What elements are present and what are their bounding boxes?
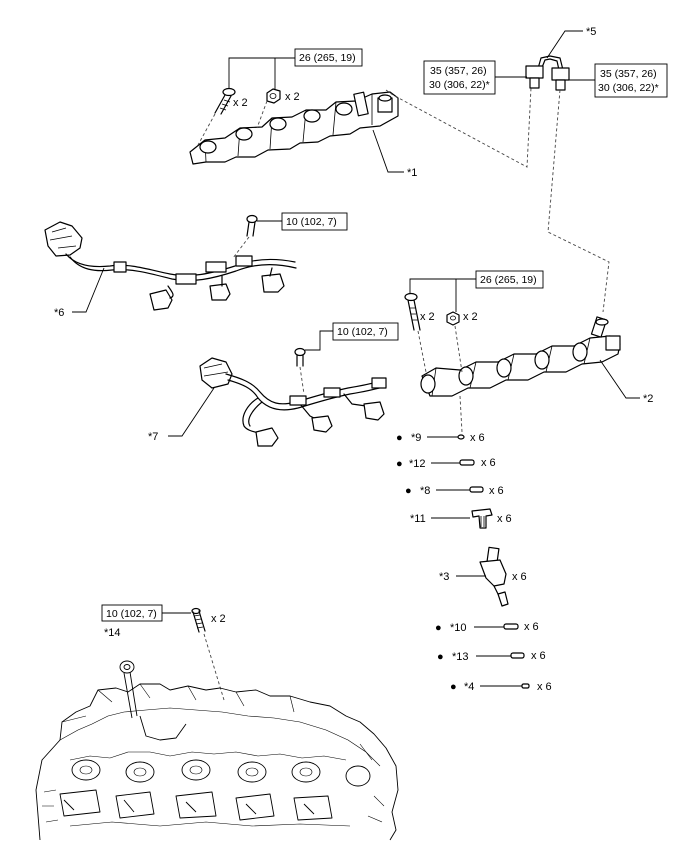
- qty-label: x 2: [420, 311, 435, 323]
- part-label-1: *1: [407, 167, 417, 179]
- bullet: ●: [437, 651, 444, 663]
- part-label-3: *3: [439, 571, 449, 583]
- bolt-icon: [214, 87, 236, 115]
- bolt-icon: [294, 347, 306, 367]
- wire-harness-6: [44, 221, 297, 311]
- bullet: ●: [396, 432, 403, 444]
- torque-value: 10 (102, 7): [106, 608, 157, 620]
- fuel-injector-3: [479, 546, 509, 607]
- qty-label: x 6: [524, 621, 539, 633]
- qty-label: x 2: [463, 311, 478, 323]
- torque-value: 10 (102, 7): [286, 216, 337, 228]
- insulator-icon: [503, 623, 519, 630]
- part-label-12: *12: [409, 458, 426, 470]
- part-label-5: *5: [586, 26, 596, 38]
- torque-box: [594, 63, 668, 98]
- torque-value: 26 (265, 19): [299, 52, 356, 64]
- wire-harness-7: [199, 357, 387, 447]
- qty-label: x 6: [489, 485, 504, 497]
- qty-label: x 6: [531, 650, 546, 662]
- part-label-8: *8: [420, 485, 430, 497]
- torque-value: 35 (357, 26): [430, 65, 487, 77]
- torque-value: 10 (102, 7): [337, 326, 388, 338]
- qty-label: x 6: [470, 432, 485, 444]
- part-label-10: *10: [450, 622, 467, 634]
- fuel-pipe-5: [525, 55, 570, 91]
- part-label-13: *13: [452, 651, 469, 663]
- bullet: ●: [450, 681, 457, 693]
- fuel-delivery-pipe-1: [189, 91, 399, 165]
- torque-box: [332, 322, 399, 341]
- torque-value: 30 (306, 22)*: [429, 79, 490, 91]
- part-label-7: *7: [148, 431, 158, 443]
- bullet: ●: [396, 458, 403, 470]
- torque-value: 30 (306, 22)*: [598, 82, 659, 94]
- torque-box: [475, 270, 544, 289]
- part-label-2: *2: [643, 393, 653, 405]
- part-label-11: *11: [410, 513, 426, 525]
- bolt-icon: [246, 214, 258, 237]
- fuel-delivery-pipe-2: [420, 316, 621, 397]
- nut-icon: [446, 311, 460, 326]
- part-label-14: *14: [104, 627, 121, 639]
- qty-label: x 6: [481, 457, 496, 469]
- seal-icon: [510, 652, 525, 659]
- part-label-9: *9: [411, 432, 421, 444]
- torque-value: 26 (265, 19): [480, 274, 537, 286]
- backup-ring-icon: [469, 486, 484, 493]
- part-label-4: *4: [464, 681, 474, 693]
- qty-label: x 2: [233, 97, 248, 109]
- qty-label: x 2: [285, 91, 300, 103]
- qty-label: x 2: [211, 613, 226, 625]
- gasket-icon: [521, 683, 530, 689]
- part-label-6: *6: [54, 307, 64, 319]
- torque-box: [281, 212, 348, 231]
- qty-label: x 6: [512, 571, 527, 583]
- torque-value: 35 (357, 26): [600, 68, 657, 80]
- seal-ring-icon: [457, 434, 465, 440]
- torque-box: [294, 48, 363, 67]
- stud-bolt-14: [191, 607, 206, 633]
- engine-block: [35, 660, 399, 841]
- qty-label: x 6: [537, 681, 552, 693]
- qty-label: x 6: [497, 513, 512, 525]
- injector-clamp-icon: [471, 508, 493, 529]
- nut-icon: [266, 88, 281, 104]
- bullet: ●: [405, 485, 412, 497]
- bullet: ●: [435, 622, 442, 634]
- torque-box: [423, 60, 496, 95]
- bolt-icon: [404, 292, 421, 331]
- o-ring-icon: [459, 459, 475, 466]
